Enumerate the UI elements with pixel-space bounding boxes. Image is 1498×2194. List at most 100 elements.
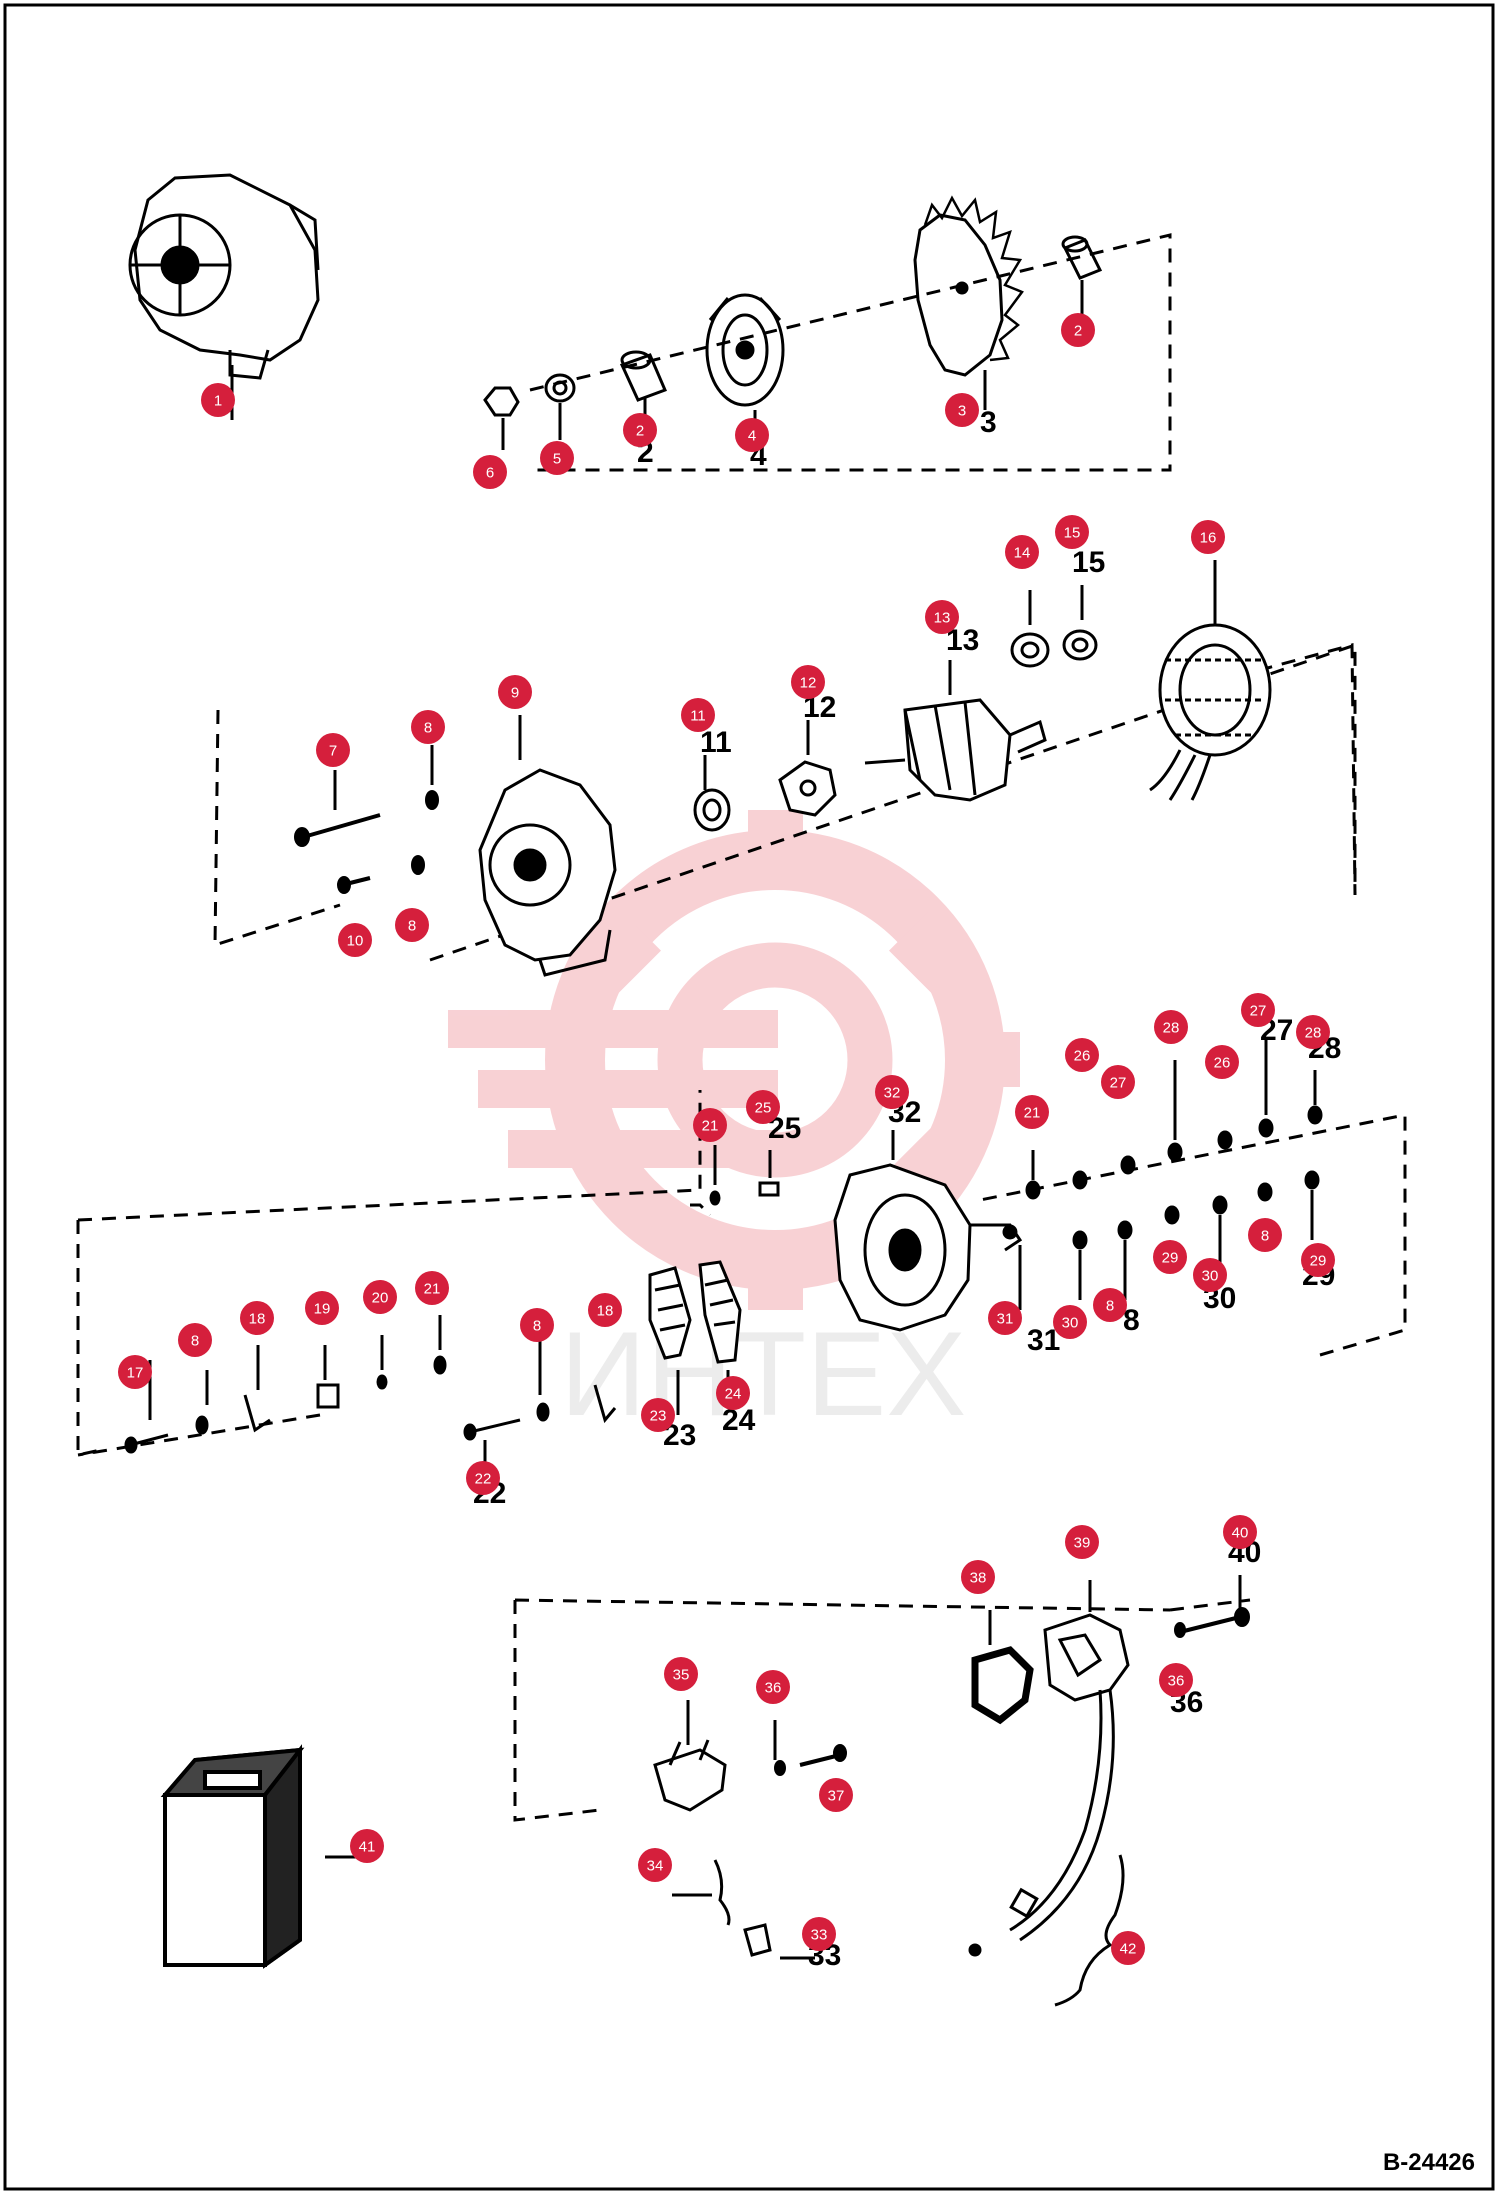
printed-number-24: 24 bbox=[722, 1404, 756, 1437]
callout-circle bbox=[641, 1398, 675, 1432]
dashed-guide bbox=[213, 642, 1357, 962]
callout-label: 7 bbox=[329, 743, 337, 760]
callout-circle bbox=[1154, 1010, 1188, 1044]
pulley-drawing bbox=[705, 293, 785, 407]
callout-15: 15 bbox=[1055, 515, 1089, 549]
callout-circle bbox=[664, 1657, 698, 1691]
callout-9: 9 bbox=[498, 675, 532, 709]
callout-circle bbox=[411, 710, 445, 744]
callout-28: 28 bbox=[1154, 1010, 1188, 1044]
callout-22: 22 bbox=[466, 1461, 500, 1495]
callout-circle bbox=[338, 923, 372, 957]
callout-label: 12 bbox=[800, 675, 817, 692]
callout-circle bbox=[1093, 1288, 1127, 1322]
callout-circle bbox=[395, 908, 429, 942]
callout-label: 6 bbox=[486, 465, 494, 482]
callout-label: 41 bbox=[359, 1839, 376, 1856]
callout-circle bbox=[466, 1461, 500, 1495]
callout-20: 20 bbox=[363, 1280, 397, 1314]
callout-circle bbox=[735, 418, 769, 452]
callout-circle bbox=[638, 1848, 672, 1882]
callout-label: 5 bbox=[553, 451, 561, 468]
brace-42-drawing bbox=[1054, 1854, 1125, 2007]
callout-circle bbox=[1159, 1663, 1193, 1697]
callout-label: 23 bbox=[650, 1408, 667, 1425]
dashed-guide bbox=[513, 1598, 1251, 1822]
callout-circle bbox=[1153, 1240, 1187, 1274]
callout-circle bbox=[1241, 993, 1275, 1027]
callout-27: 27 bbox=[1101, 1065, 1135, 1099]
callout-circle bbox=[681, 698, 715, 732]
callout-circle bbox=[240, 1301, 274, 1335]
callout-label: 30 bbox=[1062, 1315, 1079, 1332]
callout-circle bbox=[1223, 1515, 1257, 1549]
callout-label: 18 bbox=[597, 1303, 614, 1320]
callout-label: 25 bbox=[755, 1100, 772, 1117]
callout-30: 30 bbox=[1053, 1305, 1087, 1339]
callout-29: 29 bbox=[1301, 1243, 1335, 1277]
callout-21: 21 bbox=[1015, 1095, 1049, 1129]
gasket-drawing bbox=[971, 1646, 1034, 1725]
callout-circle bbox=[1301, 1243, 1335, 1277]
printed-number-3: 3 bbox=[980, 406, 997, 439]
callout-8: 8 bbox=[520, 1308, 554, 1342]
callout-circle bbox=[1193, 1258, 1227, 1292]
callout-8: 8 bbox=[1248, 1218, 1282, 1252]
callout-label: 36 bbox=[1168, 1673, 1185, 1690]
callout-label: 10 bbox=[347, 933, 364, 950]
callout-label: 24 bbox=[725, 1386, 742, 1403]
callout-8: 8 bbox=[395, 908, 429, 942]
callout-circle bbox=[201, 383, 235, 417]
callout-circle bbox=[1248, 1218, 1282, 1252]
callout-26: 26 bbox=[1065, 1038, 1099, 1072]
callout-2: 2 bbox=[1061, 313, 1095, 347]
callout-label: 18 bbox=[249, 1311, 266, 1328]
callout-1: 1 bbox=[201, 383, 235, 417]
callout-label: 35 bbox=[673, 1667, 690, 1684]
callout-label: 27 bbox=[1110, 1075, 1127, 1092]
rear-spacer-drawing bbox=[1061, 235, 1103, 280]
callout-label: 39 bbox=[1074, 1535, 1091, 1552]
printed-number-8: 8 bbox=[1123, 1304, 1140, 1337]
callout-label: 33 bbox=[811, 1927, 828, 1944]
washer-drawing bbox=[544, 373, 576, 403]
callout-3: 3 bbox=[945, 393, 979, 427]
callout-17: 17 bbox=[118, 1355, 152, 1389]
callout-circle bbox=[1111, 1931, 1145, 1965]
callout-label: 8 bbox=[1106, 1298, 1114, 1315]
callout-7: 7 bbox=[316, 733, 350, 767]
callout-circle bbox=[1015, 1095, 1049, 1129]
callout-42: 42 bbox=[1111, 1931, 1145, 1965]
callout-label: 2 bbox=[636, 423, 644, 440]
callout-label: 15 bbox=[1064, 525, 1081, 542]
callout-label: 19 bbox=[314, 1301, 331, 1318]
callout-circle bbox=[1065, 1525, 1099, 1559]
callout-4: 4 bbox=[735, 418, 769, 452]
dashed-guide bbox=[529, 233, 1172, 472]
callout-label: 34 bbox=[647, 1858, 664, 1875]
washer-stacks-drawing bbox=[1018, 1040, 1323, 1310]
callout-circle bbox=[305, 1291, 339, 1325]
callout-36: 36 bbox=[1159, 1663, 1193, 1697]
callout-label: 4 bbox=[748, 428, 756, 445]
callout-circle bbox=[1191, 520, 1225, 554]
regulator-drawing bbox=[968, 1613, 1130, 1957]
callout-circle bbox=[1205, 1045, 1239, 1079]
printed-number-15: 15 bbox=[1072, 546, 1105, 579]
brush-assembly-drawing bbox=[653, 1739, 772, 1957]
diagram-reference: B-24426 bbox=[1383, 2149, 1475, 2176]
printed-number-11: 11 bbox=[700, 726, 732, 759]
alternator-assembly-drawing bbox=[128, 173, 320, 380]
callout-circle bbox=[1065, 1038, 1099, 1072]
callout-circle bbox=[363, 1280, 397, 1314]
callout-circle bbox=[1055, 515, 1089, 549]
callout-label: 21 bbox=[702, 1118, 719, 1135]
callout-label: 1 bbox=[214, 393, 222, 410]
box-41-drawing bbox=[160, 1744, 305, 1969]
callout-label: 30 bbox=[1202, 1268, 1219, 1285]
callout-24: 24 bbox=[716, 1376, 750, 1410]
retainer-plate-drawing bbox=[778, 760, 837, 817]
callout-30: 30 bbox=[1193, 1258, 1227, 1292]
callout-circle bbox=[1061, 313, 1095, 347]
